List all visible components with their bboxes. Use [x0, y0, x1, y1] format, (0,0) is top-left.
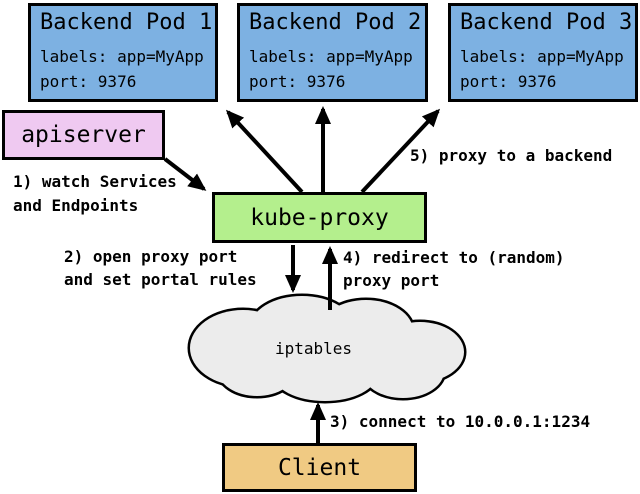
arrow-watch-apiserver-to-kube-proxy	[163, 157, 207, 191]
pod-1-labels: labels: app=MyApp	[40, 47, 204, 66]
pod-1-port: port: 9376	[40, 72, 137, 91]
pod-3-port: port: 9376	[460, 72, 557, 91]
node-kube-proxy: kube-proxy	[212, 192, 427, 243]
iptables-cloud	[187, 293, 467, 404]
pod-3-labels: labels: app=MyApp	[460, 47, 624, 66]
node-backend-pod-2: Backend Pod 2 labels: app=MyApp port: 93…	[237, 3, 428, 102]
pod-1-title: Backend Pod 1	[40, 10, 213, 35]
annotation-1-watch-services: 1) watch Services and Endpoints	[13, 172, 177, 215]
arrow-proxy-to-backend-pod-1	[225, 109, 304, 194]
iptables-label: iptables	[274, 339, 353, 358]
pod-2-labels: labels: app=MyApp	[249, 47, 413, 66]
client-title: Client	[277, 454, 362, 481]
apiserver-title: apiserver	[21, 122, 146, 148]
node-backend-pod-1: Backend Pod 1 labels: app=MyApp port: 93…	[28, 3, 218, 102]
pod-2-port: port: 9376	[249, 72, 346, 91]
node-backend-pod-3: Backend Pod 3 labels: app=MyApp port: 93…	[448, 3, 638, 102]
annotation-3-connect: 3) connect to 10.0.0.1:1234	[330, 412, 591, 431]
annotation-2-open-proxy-port: 2) open proxy port and set portal rules	[64, 247, 257, 289]
arrow-proxy-to-backend-pod-3	[360, 108, 441, 194]
kube-proxy-title: kube-proxy	[250, 204, 389, 231]
annotation-5-proxy-to-backend: 5) proxy to a backend	[410, 146, 613, 165]
pod-3-title: Backend Pod 3	[460, 10, 633, 35]
annotation-4-redirect: 4) redirect to (random) proxy port	[343, 248, 565, 290]
node-client: Client	[222, 443, 417, 492]
pod-2-title: Backend Pod 2	[249, 10, 422, 35]
node-apiserver: apiserver	[2, 110, 165, 160]
